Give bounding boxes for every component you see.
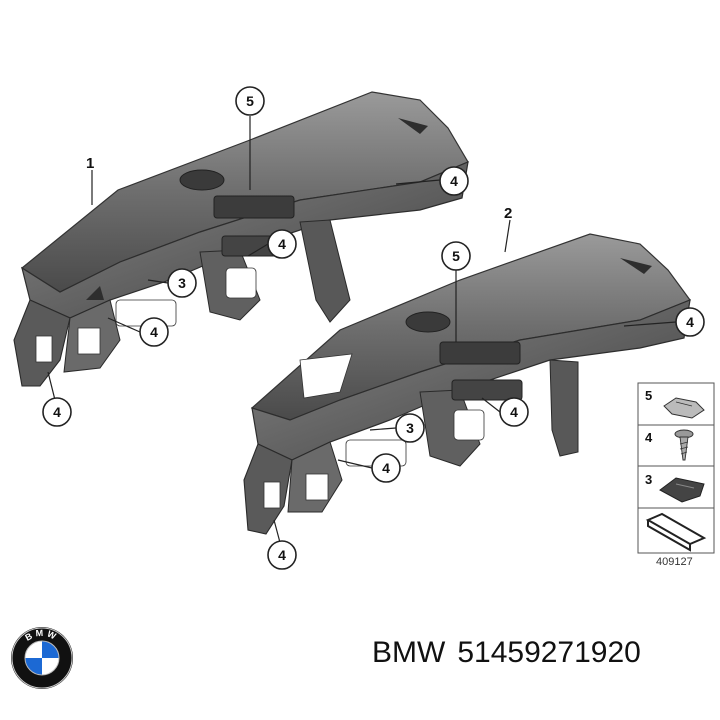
clip-icon [663,397,705,419]
callout-4-top-bottom: 4 [42,397,72,427]
callout-4-bottom-right: 4 [675,307,705,337]
svg-text:4: 4 [510,404,518,420]
callout-4-top-center: 4 [267,229,297,259]
gasket-strip-icon [645,512,707,552]
part-label-1: 1 [86,155,94,172]
callout-4-top-left: 4 [139,317,169,347]
logo-letters: BMW [23,628,57,643]
svg-text:BMW: BMW [23,628,60,643]
svg-text:4: 4 [382,460,390,476]
bmw-logo: BMW [10,626,74,690]
svg-text:4: 4 [150,324,158,340]
callout-4-bottom-left: 4 [371,453,401,483]
nut-clip-icon [659,477,705,503]
brand-name: BMW [372,636,446,669]
dashboard-1-illustration [13,91,469,387]
part-label-2: 2 [504,205,512,222]
dashboard-2-illustration [243,233,691,535]
svg-text:4: 4 [686,314,694,330]
legend-number-3: 3 [645,472,652,487]
part-number: 51459271920 [457,636,641,669]
legend-number-5: 5 [645,388,652,403]
legend-number-4: 4 [645,430,653,445]
svg-text:5: 5 [246,93,254,109]
callout-4-bottom-bottom: 4 [267,540,297,570]
fastener-legend: 5 4 3 [637,382,715,554]
screw-icon [674,429,694,461]
bmw-roundel-icon: BMW [11,627,73,689]
svg-text:4: 4 [450,173,458,189]
svg-text:3: 3 [406,420,414,436]
brand-part-line: BMW 51459271920 [372,636,712,680]
svg-text:3: 3 [178,275,186,291]
svg-text:4: 4 [278,547,286,563]
callout-5-bottom: 5 [441,241,471,271]
svg-text:4: 4 [53,404,61,420]
svg-text:5: 5 [452,248,460,264]
diagram-reference-number: 409127 [656,556,693,568]
callout-3-bottom: 3 [395,413,425,443]
callout-4-bottom-center: 4 [499,397,529,427]
callout-4-top-right: 4 [439,166,469,196]
svg-text:4: 4 [278,236,286,252]
callout-3-top: 3 [167,268,197,298]
callout-5-top: 5 [235,86,265,116]
leader-lines [47,116,677,551]
